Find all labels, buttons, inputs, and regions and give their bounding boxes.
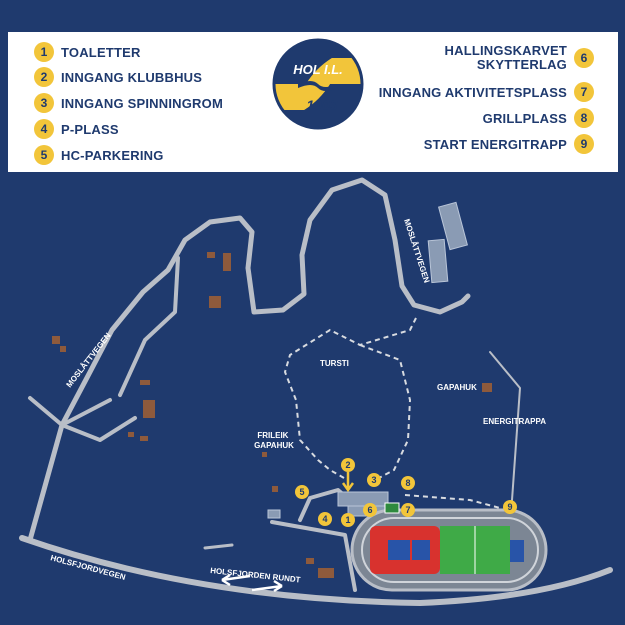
- legend-panel: 1 TOALETTER 2 INNGANG KLUBBHUS 3 INNGANG…: [8, 32, 618, 172]
- road-lower-2: [203, 543, 234, 550]
- building-grey: [427, 238, 449, 284]
- map-marker-4: [318, 512, 332, 526]
- building: [60, 346, 66, 352]
- marker-badge: 2: [34, 67, 54, 87]
- road-label-moslattvegen-west: MOSLÅTTVEGEN: [64, 331, 112, 389]
- road-branch-sw: [60, 416, 137, 442]
- marker-badge: 1: [34, 42, 54, 62]
- building: [140, 436, 148, 441]
- label-gapahuk: GAPAHUK: [437, 383, 477, 392]
- building: [207, 252, 215, 258]
- building: [318, 568, 334, 578]
- running-track: [350, 508, 548, 592]
- legend-item-1: 1 TOALETTER: [34, 42, 141, 62]
- map-marker-5: [295, 485, 309, 499]
- road-label-moslattvegen-east: MOSLÅTTVEGEN: [402, 218, 431, 284]
- legend-item-8: GRILLPLASS 8: [344, 108, 594, 128]
- legend-item-3: 3 INNGANG SPINNINGROM: [34, 93, 223, 113]
- map-marker-9: [503, 500, 517, 514]
- map-marker-label: 7: [405, 505, 410, 515]
- direction-arrow: [221, 573, 251, 587]
- legend-label: START ENERGITRAPP: [423, 136, 567, 152]
- arrow-to-clubhouse: [341, 472, 355, 493]
- direction-arrow: [251, 579, 283, 593]
- road-west: [27, 177, 471, 543]
- trail-loop: [359, 344, 412, 481]
- path-energitrappa: [489, 351, 521, 501]
- logo-name: HOL I.L.: [293, 62, 343, 77]
- building: [482, 383, 492, 392]
- label-energitrappa: ENERGITRAPPA: [483, 417, 546, 426]
- marker-badge: 5: [34, 145, 54, 165]
- map-marker-label: 4: [322, 514, 327, 524]
- building: [223, 253, 231, 271]
- map-marker-label: 5: [299, 487, 304, 497]
- building-grey: [438, 201, 468, 251]
- map-marker-label: 8: [405, 478, 410, 488]
- legend-label: INNGANG KLUBBHUS: [61, 69, 203, 85]
- marker-badge: 9: [574, 134, 594, 154]
- legend-label: INNGANG AKTIVITETSPLASS: [378, 84, 567, 100]
- road-holsfjordvegen: [19, 535, 613, 606]
- map-marker-3: [367, 473, 381, 487]
- map-marker-label: 3: [371, 475, 376, 485]
- marker-badge: 3: [34, 93, 54, 113]
- legend-item-7: INNGANG AKTIVITETSPLASS 7: [344, 82, 594, 102]
- legend-item-2: 2 INNGANG KLUBBHUS: [34, 67, 202, 87]
- building: [209, 296, 221, 308]
- legend-label: TOALETTER: [61, 44, 141, 60]
- legend-label: P-PLASS: [61, 121, 119, 137]
- legend-label: GRILLPLASS: [482, 110, 567, 126]
- map-marker-1: [341, 513, 355, 527]
- marker-badge: 7: [574, 82, 594, 102]
- legend-label: INNGANG SPINNINGROM: [61, 95, 223, 111]
- building: [272, 486, 278, 492]
- map-marker-label: 9: [507, 502, 512, 512]
- legend-label: HALLINGSKARVET SKYTTERLAG: [444, 43, 567, 72]
- building: [306, 558, 314, 564]
- legend-item-9: START ENERGITRAPP 9: [344, 134, 594, 154]
- club-logo: HOL I.L. 1903: [272, 38, 364, 130]
- map-marker-6: [363, 503, 377, 517]
- building: [52, 336, 60, 344]
- map-marker-label: 1: [345, 515, 350, 525]
- legend-item-5: 5 HC-PARKERING: [34, 145, 164, 165]
- map-marker-8: [401, 476, 415, 490]
- marker-badge: 6: [574, 48, 594, 68]
- trail-tursti: [283, 317, 417, 479]
- legend-item-4: 4 P-PLASS: [34, 119, 119, 139]
- road-branch-north: [118, 256, 180, 397]
- building: [128, 432, 134, 437]
- map-marker-label: 6: [367, 505, 372, 515]
- logo-year: 1903: [306, 97, 337, 113]
- label-tursti: TURSTI: [320, 359, 349, 368]
- map-marker-2: [341, 458, 355, 472]
- label-frileik: FRILEIK GAPAHUK: [254, 431, 294, 450]
- building-grey: [267, 509, 281, 519]
- legend-label: HC-PARKERING: [61, 147, 164, 163]
- trail-east: [404, 494, 501, 509]
- map-marker-7: [401, 503, 415, 517]
- building: [140, 380, 150, 385]
- building: [262, 452, 267, 457]
- road-lower: [270, 520, 357, 592]
- first-aid-icon: [384, 502, 400, 514]
- map-marker-label: 2: [345, 460, 350, 470]
- marker-badge: 4: [34, 119, 54, 139]
- marker-badge: 8: [574, 108, 594, 128]
- building: [143, 400, 155, 418]
- legend-item-6: HALLINGSKARVET SKYTTERLAG 6: [344, 44, 594, 72]
- building-grey: [337, 491, 389, 507]
